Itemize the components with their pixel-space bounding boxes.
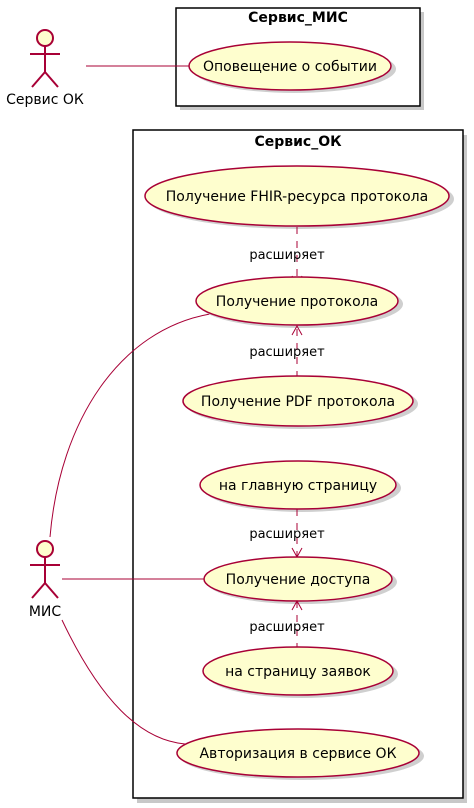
extend-label-2: расширяет [249,345,325,360]
association-mis-auth [61,619,186,745]
usecase-auth-in-ok: Авторизация в сервисе ОК [176,728,424,780]
package-title-service-mis: Сервис_МИС [248,10,348,26]
usecase-get-pdf-protocol: Получение PDF протокола [182,375,418,429]
usecase-get-fhir-resource: Получение FHIR-ресурса протокола [144,165,454,229]
usecase-label-get-access: Получение доступа [226,572,371,588]
extend-label-1: расширяет [249,248,325,263]
usecase-get-access: Получение доступа [203,556,397,604]
usecase-label-to-requests-page: на страницу заявок [225,664,371,680]
usecase-event-notification: Оповещение о событии [188,41,396,93]
usecase-label-get-fhir-resource: Получение FHIR-ресурса протокола [166,189,428,205]
association-mis-get-protocol [49,313,211,538]
extend-label-3: расширяет [249,527,325,542]
usecase-to-requests-page: на страницу заявок [202,646,398,698]
usecase-to-main-page: на главную страницу [199,460,401,512]
extend-label-4: расширяет [249,620,325,635]
actor-head-icon [36,540,54,558]
package-title-service-ok: Сервис_ОК [254,134,342,150]
usecase-label-to-main-page: на главную страницу [219,478,377,494]
actor-label-mis: МИС [29,604,62,620]
extend-pdf-to-protocol: расширяет [249,324,325,378]
actor-service-ok: Сервис ОК [6,29,84,108]
actor-label-service-ok: Сервис ОК [6,92,84,108]
usecase-label-get-protocol: Получение протокола [216,294,378,310]
usecase-get-protocol: Получение протокола [195,276,403,328]
usecase-label-auth-in-ok: Авторизация в сервисе ОК [199,746,396,762]
actor-mis: МИС [29,540,62,620]
usecase-label-get-pdf-protocol: Получение PDF протокола [201,394,395,410]
usecase-label-event-notification: Оповещение о событии [203,59,377,75]
extend-requests-to-access: расширяет [249,599,325,650]
actor-head-icon [36,29,54,47]
